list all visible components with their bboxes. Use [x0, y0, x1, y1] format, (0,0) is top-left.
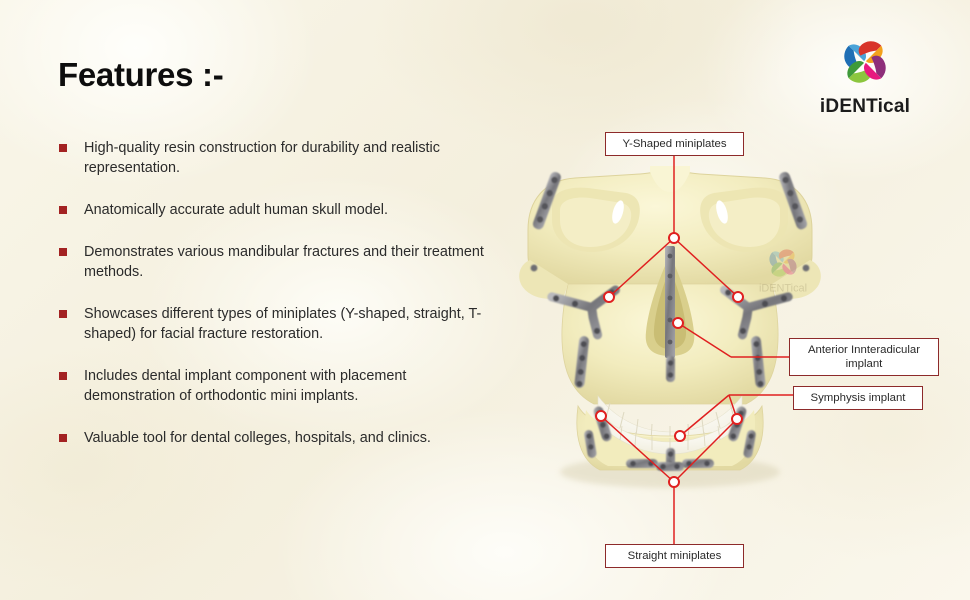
bullet-square-icon	[59, 310, 67, 318]
list-item-text: Showcases different types of miniplates …	[84, 306, 482, 342]
brand-name: iDENTical	[819, 96, 911, 117]
list-item-text: Demonstrates various mandibular fracture…	[84, 244, 484, 280]
brand-logo: iDENTical	[800, 30, 930, 118]
list-item: Includes dental implant component with p…	[58, 366, 488, 406]
page-title: Features :-	[58, 56, 224, 93]
list-item-text: Anatomically accurate adult human skull …	[84, 202, 388, 218]
flower-logo-icon	[844, 41, 886, 83]
list-item: Anatomically accurate adult human skull …	[58, 200, 488, 220]
bullet-square-icon	[59, 206, 67, 214]
list-item: Showcases different types of miniplates …	[58, 304, 488, 344]
bullet-square-icon	[59, 372, 67, 380]
callout-label-anterior-interradicular-implant: Anterior Innteradicular implant	[789, 338, 939, 376]
bullet-square-icon	[59, 248, 67, 256]
callout-label-straight-miniplates: Straight miniplates	[605, 544, 744, 568]
list-item-text: Valuable tool for dental colleges, hospi…	[84, 430, 431, 446]
features-list: High-quality resin construction for dura…	[58, 138, 488, 448]
callout-label-y-shaped-miniplates: Y-Shaped miniplates	[605, 132, 744, 156]
bullet-square-icon	[59, 144, 67, 152]
list-item: High-quality resin construction for dura…	[58, 138, 488, 178]
skull-model-image: iDENTical	[519, 166, 821, 488]
list-item-text: High-quality resin construction for dura…	[84, 140, 440, 176]
list-item-text: Includes dental implant component with p…	[84, 368, 407, 404]
logo-watermark-icon: iDENTical	[759, 249, 807, 295]
list-item: Demonstrates various mandibular fracture…	[58, 242, 488, 282]
list-item: Valuable tool for dental colleges, hospi…	[58, 428, 488, 448]
svg-text:iDENTical: iDENTical	[759, 283, 807, 295]
callout-label-symphysis-implant: Symphysis implant	[793, 386, 923, 410]
bullet-square-icon	[59, 434, 67, 442]
